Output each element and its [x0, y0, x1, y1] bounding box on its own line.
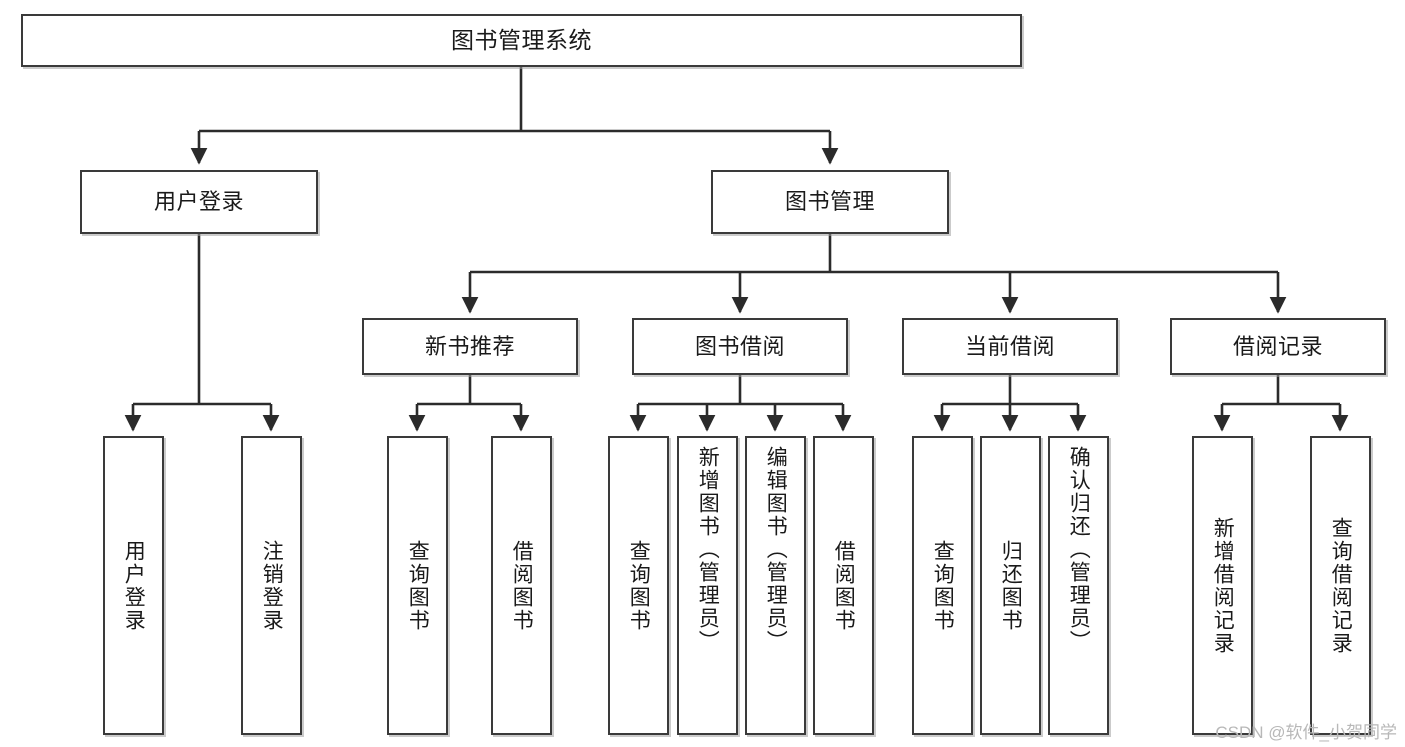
leaf-borrow-book-2[interactable]: 借阅图书: [813, 436, 874, 735]
node-current-borrow[interactable]: 当前借阅: [902, 318, 1118, 375]
leaf-query-book-3[interactable]: 查询图书: [912, 436, 973, 735]
leaf-edit-book[interactable]: 编辑图书（管理员）: [745, 436, 806, 735]
leaf-return-book[interactable]: 归还图书: [980, 436, 1041, 735]
leaf-query-book-1[interactable]: 查询图书: [387, 436, 448, 735]
leaf-user-login-label: 用户登录: [122, 539, 146, 632]
watermark: CSDN @软件_小贺同学: [1215, 723, 1397, 742]
leaf-confirm-return[interactable]: 确认归还（管理员）: [1048, 436, 1109, 735]
leaf-user-login[interactable]: 用户登录: [103, 436, 164, 735]
node-book-borrow[interactable]: 图书借阅: [632, 318, 848, 375]
leaf-confirm-return-label: 确认归还（管理员）: [1067, 446, 1091, 653]
node-user-login[interactable]: 用户登录: [80, 170, 318, 234]
node-borrow-record[interactable]: 借阅记录: [1170, 318, 1386, 375]
node-book-borrow-label: 图书借阅: [694, 333, 785, 359]
leaf-borrow-book-1[interactable]: 借阅图书: [491, 436, 552, 735]
leaf-borrow-book-1-label: 借阅图书: [510, 539, 534, 632]
node-user-login-label: 用户登录: [153, 189, 244, 215]
leaf-edit-book-label: 编辑图书（管理员）: [764, 446, 788, 653]
node-borrow-record-label: 借阅记录: [1232, 333, 1323, 359]
leaf-add-record-label: 新增借阅记录: [1211, 516, 1235, 655]
leaf-query-book-1-label: 查询图书: [406, 539, 430, 632]
leaf-add-book[interactable]: 新增图书（管理员）: [677, 436, 738, 735]
leaf-return-book-label: 归还图书: [999, 539, 1023, 632]
leaf-query-book-2-label: 查询图书: [627, 539, 651, 632]
leaf-query-record-label: 查询借阅记录: [1329, 516, 1353, 655]
node-root[interactable]: 图书管理系统: [21, 14, 1022, 67]
leaf-query-book-2[interactable]: 查询图书: [608, 436, 669, 735]
node-book-manage[interactable]: 图书管理: [711, 170, 949, 234]
leaf-logout-login[interactable]: 注销登录: [241, 436, 302, 735]
node-root-label: 图书管理系统: [451, 26, 592, 53]
leaf-add-book-label: 新增图书（管理员）: [696, 446, 720, 653]
leaf-add-record[interactable]: 新增借阅记录: [1192, 436, 1253, 735]
leaf-logout-login-label: 注销登录: [260, 539, 284, 632]
leaf-query-book-3-label: 查询图书: [931, 539, 955, 632]
node-new-book-recommend-label: 新书推荐: [424, 333, 515, 359]
node-current-borrow-label: 当前借阅: [964, 333, 1055, 359]
node-new-book-recommend[interactable]: 新书推荐: [362, 318, 578, 375]
leaf-query-record[interactable]: 查询借阅记录: [1310, 436, 1371, 735]
node-book-manage-label: 图书管理: [784, 189, 875, 215]
leaf-borrow-book-2-label: 借阅图书: [832, 539, 856, 632]
